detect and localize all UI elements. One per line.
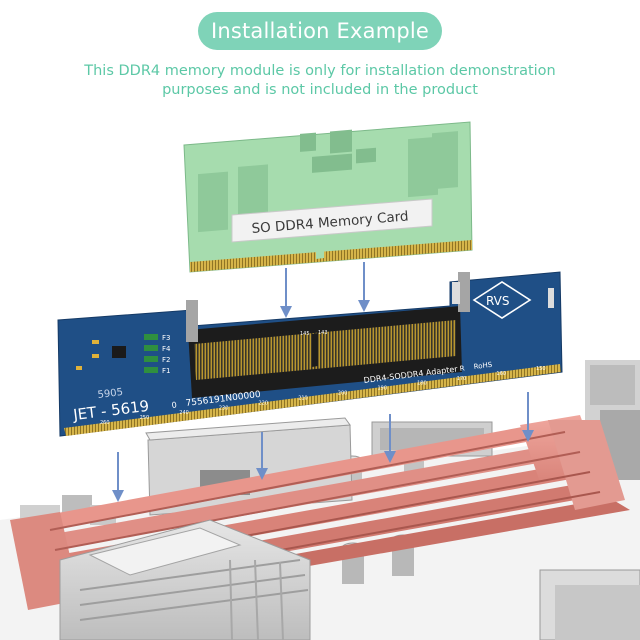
pin-number-label: 230 bbox=[219, 405, 229, 411]
smd-component bbox=[76, 366, 82, 370]
r-mark: R bbox=[459, 364, 465, 373]
title-badge: Installation Example bbox=[198, 12, 442, 50]
arrow-adapter-2 bbox=[256, 432, 268, 480]
pin-143-label: 143 bbox=[318, 330, 328, 336]
logo-text: RVS bbox=[486, 294, 510, 308]
page-title: Installation Example bbox=[210, 19, 430, 43]
pin-number-label: 180 bbox=[417, 381, 427, 387]
memory-module: SO DDR4 Memory Card bbox=[183, 121, 473, 273]
pin-number-label: 160 bbox=[496, 371, 506, 377]
subtitle-line-2: purposes and is not included in the prod… bbox=[162, 82, 478, 98]
arrow-adapter-1 bbox=[112, 452, 124, 502]
fuse-group: F3 F4 F2 F1 bbox=[144, 334, 171, 375]
pin-number-label: 170 bbox=[457, 376, 467, 382]
fuse-label-f1: F1 bbox=[162, 367, 170, 375]
fuse-label-f3: F3 bbox=[162, 334, 170, 342]
pin-number-label: 220 bbox=[259, 400, 269, 406]
subtitle: This DDR4 memory module is only for inst… bbox=[40, 62, 600, 100]
arrow-adapter-3 bbox=[384, 414, 396, 463]
pin-number-label: 150 bbox=[536, 366, 546, 372]
fuse-label-f4: F4 bbox=[162, 345, 171, 353]
pin-number-label: 260 bbox=[100, 420, 110, 426]
pin-145-label: 145 bbox=[300, 331, 310, 337]
product-code: 5905 bbox=[97, 387, 124, 401]
smd-component bbox=[92, 354, 99, 358]
subtitle-line-1: This DDR4 memory module is only for inst… bbox=[84, 63, 556, 79]
rvs-logo: RVS bbox=[472, 281, 532, 319]
pin-number-label: 250 bbox=[140, 415, 150, 421]
heatsink bbox=[59, 519, 311, 640]
pin-number-label: 210 bbox=[298, 396, 308, 402]
arrow-card-right bbox=[358, 262, 370, 312]
arrow-card-left bbox=[280, 268, 292, 318]
ic-chip bbox=[112, 346, 126, 358]
pin-number-label: 200 bbox=[338, 391, 348, 397]
smd-component bbox=[548, 288, 554, 308]
pin-number-label: 240 bbox=[179, 410, 189, 416]
pin-number-label: 190 bbox=[378, 386, 388, 392]
zero-mark: 0 bbox=[171, 400, 177, 410]
adapter-board: RVS F3 F4 F2 F1 145 143 5905 bbox=[57, 271, 563, 437]
fuse-label-f2: F2 bbox=[162, 356, 170, 364]
arrow-adapter-4 bbox=[522, 392, 534, 442]
smd-component bbox=[92, 340, 99, 344]
pin-number-row: 260 250 240 230 220 210 200 190 180 170 160 150 bbox=[100, 366, 546, 426]
rohs-label: RoHS bbox=[473, 361, 493, 371]
